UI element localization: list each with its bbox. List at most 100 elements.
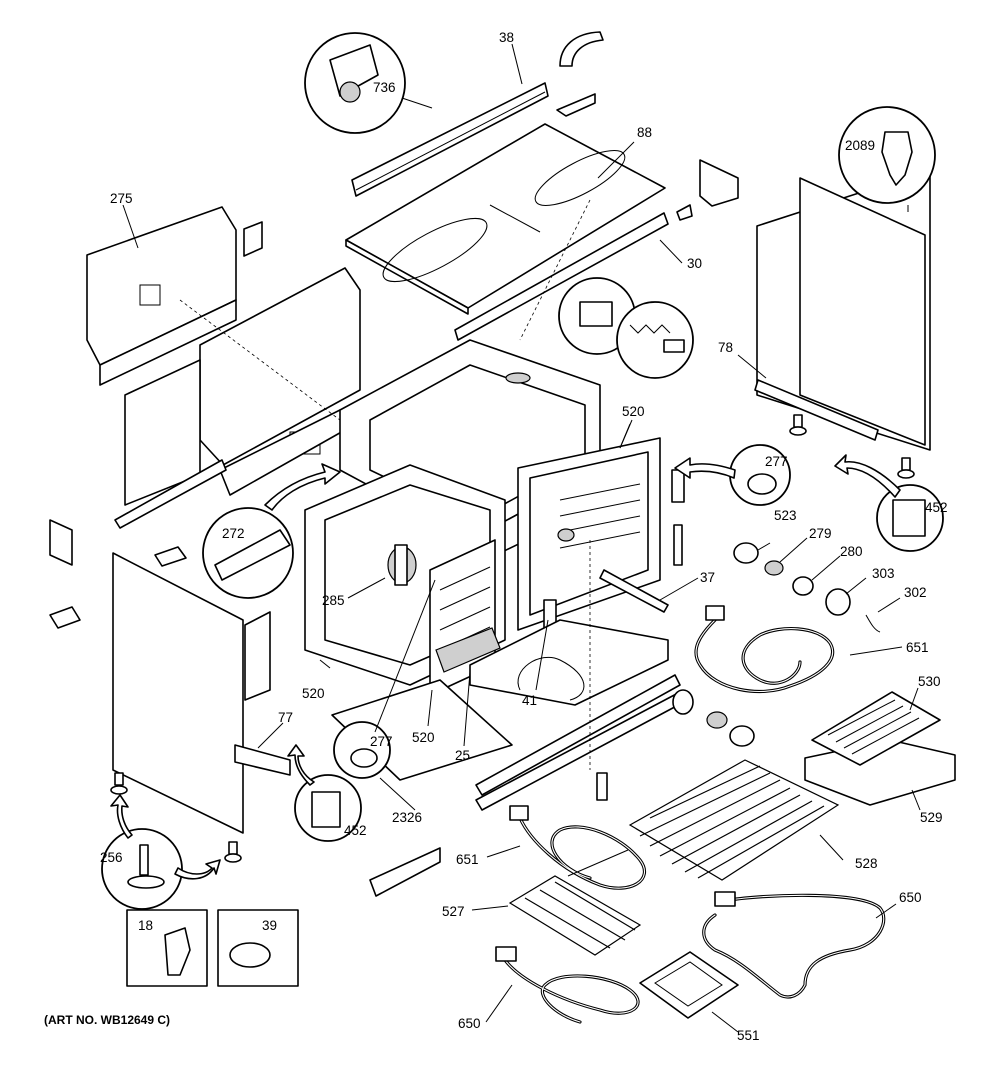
small-bracket-left <box>49 519 73 566</box>
top-panel <box>345 123 666 315</box>
small-plate-mid <box>154 546 187 567</box>
label-275: 275 <box>110 191 133 206</box>
part-39-thermostat <box>229 942 271 968</box>
light-socket <box>733 542 759 564</box>
hinge-upper <box>671 469 685 503</box>
callout-277a <box>729 444 791 506</box>
label-280: 280 <box>840 544 863 559</box>
label-285: 285 <box>322 593 345 608</box>
bulb-279 <box>764 560 784 576</box>
callout-736 <box>304 32 406 134</box>
label-30: 30 <box>687 256 702 271</box>
label-650b: 650 <box>458 1016 481 1031</box>
part-18-clip <box>164 927 191 976</box>
bracket-275 <box>243 221 263 257</box>
arrow-256a <box>110 794 133 839</box>
broiler-pan <box>804 691 956 806</box>
label-41: 41 <box>522 693 537 708</box>
label-78: 78 <box>718 340 733 355</box>
left-side-panel-flange <box>244 611 271 701</box>
callout-277b <box>333 721 391 779</box>
label-302: 302 <box>904 585 927 600</box>
label-650a: 650 <box>899 890 922 905</box>
label-2089: 2089 <box>845 138 875 153</box>
label-272: 272 <box>222 526 245 541</box>
label-529: 529 <box>920 810 943 825</box>
label-520b: 520 <box>302 686 325 701</box>
arrow-452b <box>287 744 315 786</box>
arrow-272 <box>264 463 341 511</box>
leveling-leg-rear2 <box>897 457 915 479</box>
callout-2089 <box>838 106 936 204</box>
left-side-panel <box>112 552 244 834</box>
right-rail-78 <box>754 379 879 441</box>
lower-rear-strip <box>114 459 227 529</box>
callout-452b <box>294 774 362 842</box>
label-279: 279 <box>809 526 832 541</box>
lens-303 <box>825 588 851 616</box>
label-452a: 452 <box>925 500 948 515</box>
label-551: 551 <box>737 1028 760 1043</box>
bottom-pan <box>469 619 669 706</box>
arrow-256b <box>174 859 221 880</box>
label-38: 38 <box>499 30 514 45</box>
drip-tray <box>639 951 739 1019</box>
front-rail <box>475 674 681 796</box>
lower-light-assembly <box>672 689 755 747</box>
label-303: 303 <box>872 566 895 581</box>
label-452b: 452 <box>344 823 367 838</box>
label-277b: 277 <box>370 734 393 749</box>
broil-element-651-upper <box>694 605 835 694</box>
leveling-leg-left <box>110 772 128 795</box>
callout-272 <box>202 507 294 599</box>
wire-302 <box>865 614 881 633</box>
label-651a: 651 <box>906 640 929 655</box>
small-stud <box>596 772 608 801</box>
bottom-bracket-77 <box>234 744 291 776</box>
label-256: 256 <box>100 850 123 865</box>
label-530: 530 <box>918 674 941 689</box>
label-2326: 2326 <box>392 810 422 825</box>
callout-fastener-a <box>558 277 636 355</box>
arrow-452a <box>834 454 901 498</box>
label-77: 77 <box>278 710 293 725</box>
label-520a: 520 <box>622 404 645 419</box>
label-25: 25 <box>455 748 470 763</box>
vent-elbow <box>559 31 604 67</box>
label-39: 39 <box>262 918 277 933</box>
bake-element-650-right <box>702 891 886 999</box>
front-rail-2 <box>475 691 685 811</box>
bake-element-650-left <box>495 946 640 1024</box>
callout-spring <box>616 301 694 379</box>
lower-rack-frame <box>429 539 501 696</box>
label-523: 523 <box>774 508 797 523</box>
upper-oven-frame <box>517 437 661 631</box>
corner-bracket <box>556 93 596 117</box>
oven-sensor <box>599 569 669 613</box>
label-18: 18 <box>138 918 153 933</box>
top-back-strip <box>351 82 549 197</box>
leveling-leg-rear <box>789 414 807 436</box>
back-panel <box>86 206 237 386</box>
light-lens-slot <box>673 524 683 566</box>
arrow-277a <box>674 457 736 479</box>
label-88: 88 <box>637 125 652 140</box>
leveling-leg-right <box>224 841 242 863</box>
side-bracket-small <box>699 159 739 207</box>
label-736: 736 <box>373 80 396 95</box>
small-plate-left <box>49 606 81 629</box>
rear-wall <box>124 267 361 506</box>
label-277a: 277 <box>765 454 788 469</box>
oven-rack <box>628 759 840 881</box>
label-520c: 520 <box>412 730 435 745</box>
label-651b: 651 <box>456 852 479 867</box>
callout-452a <box>876 484 944 552</box>
broiler-rack <box>508 875 642 956</box>
toe-kick-bracket <box>369 847 441 897</box>
label-528: 528 <box>855 856 878 871</box>
top-rail <box>454 212 669 341</box>
label-37: 37 <box>700 570 715 585</box>
art-number: (ART NO. WB12649 C) <box>44 1013 170 1027</box>
bake-element-651-lower <box>509 805 647 890</box>
